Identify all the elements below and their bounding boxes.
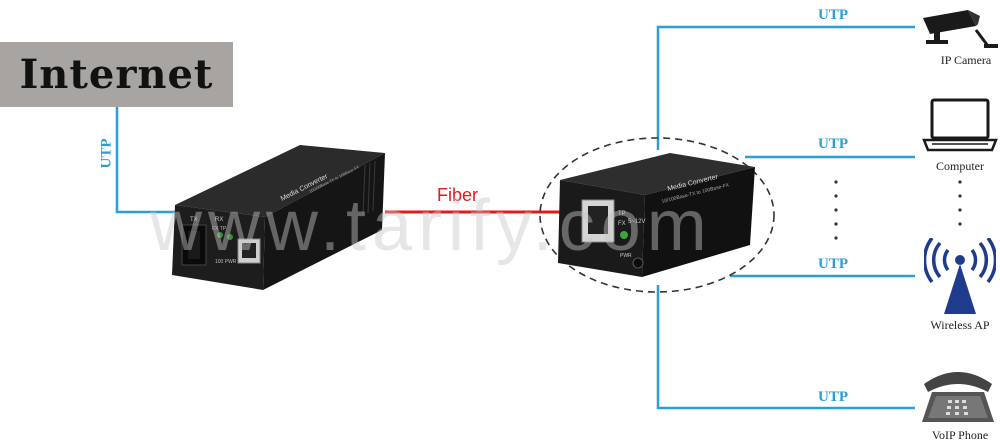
camera-line	[656, 25, 915, 150]
right-led-fx: FX	[618, 221, 626, 227]
voip-phone-label: VoIP Phone	[931, 428, 989, 442]
fiber-label: Fiber	[437, 185, 479, 205]
internet-box: Internet	[0, 42, 233, 107]
right-power-jack	[632, 257, 644, 269]
right-led-green	[620, 231, 628, 239]
ellipsis-dots-right	[958, 180, 962, 226]
wireless-ap-icon	[924, 238, 996, 314]
ip-camera-label: IP Camera	[940, 53, 992, 67]
left-port-tx-label: TX	[190, 217, 198, 223]
computer-icon	[922, 98, 998, 152]
left-led-labels2: 100 PWR	[215, 259, 237, 265]
phone-line	[656, 285, 915, 410]
computer-label: Computer	[936, 159, 984, 173]
left-port-rx-label: RX	[215, 217, 223, 223]
right-led-tp: TP	[618, 211, 626, 217]
right-media-converter: Media Converter 10/100Base-TX to 100Base…	[558, 153, 755, 277]
camera-utp-label: UTP	[818, 7, 848, 23]
wireless-ap-label: Wireless AP	[930, 318, 990, 332]
phone-utp-label: UTP	[818, 389, 848, 405]
highlight-ellipse	[539, 137, 775, 293]
ellipsis-dots-middle	[834, 180, 838, 240]
internet-label: Internet	[19, 51, 214, 98]
left-led-2	[227, 234, 233, 240]
right-pwr-label: PWR	[620, 253, 632, 259]
uplink-line	[115, 107, 200, 214]
ip-camera-icon	[923, 10, 998, 48]
right-power-label: 5~12V	[628, 219, 646, 225]
left-led-1	[217, 232, 223, 238]
computer-utp-label: UTP	[818, 136, 848, 152]
voip-phone-icon	[922, 372, 994, 422]
wireless-utp-label: UTP	[818, 256, 848, 272]
left-led-labels: FX TP	[212, 226, 227, 232]
uplink-utp-label: UTP	[98, 138, 115, 169]
left-media-converter: Media Converter 10/100Base-TX to 100Base…	[172, 145, 385, 290]
